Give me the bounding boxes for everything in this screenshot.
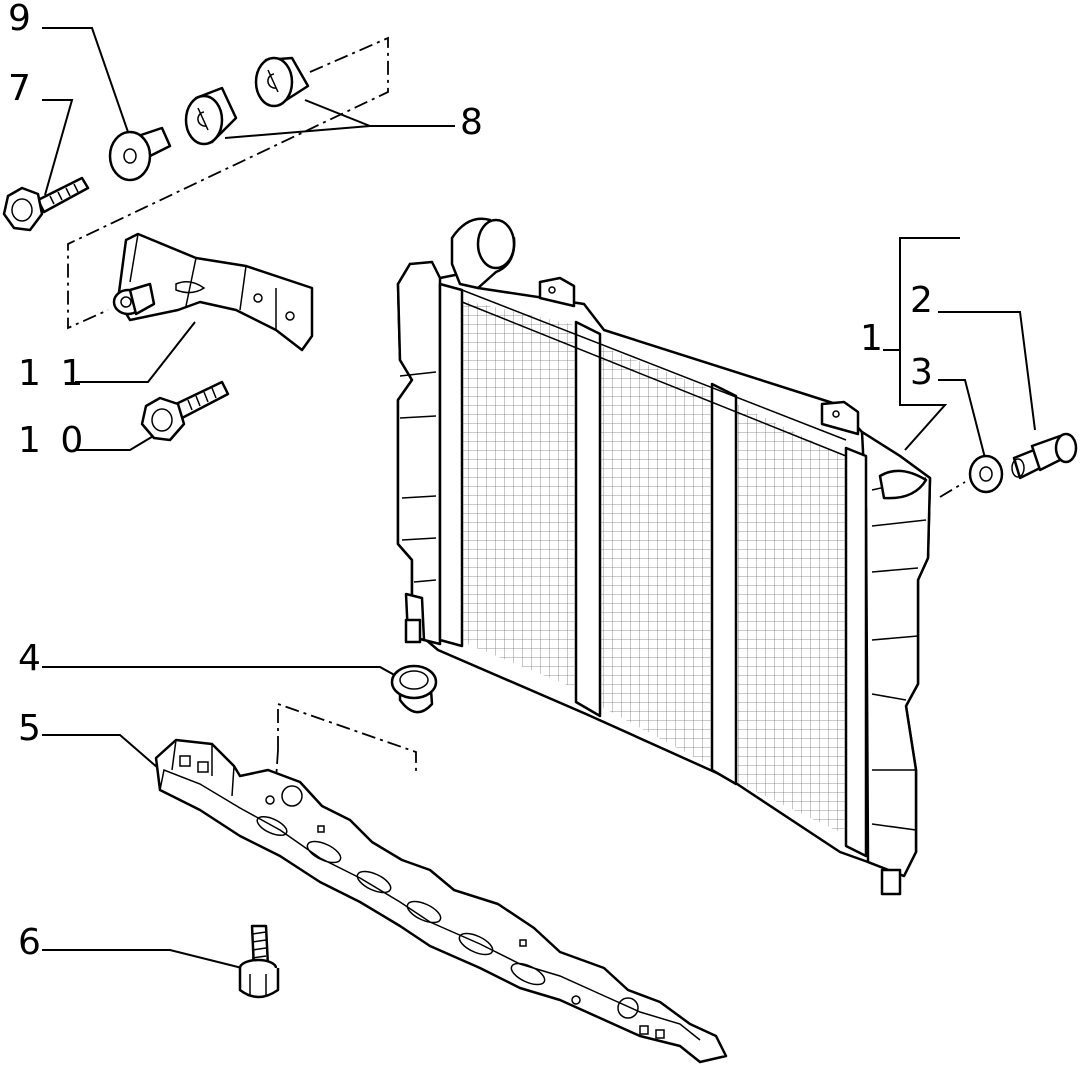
- callout-5: 5: [18, 708, 45, 749]
- bolt-7: [2, 176, 90, 232]
- crossmember-slots: [256, 815, 546, 986]
- grommet-4: [390, 664, 438, 714]
- bushing-8b: [254, 56, 310, 108]
- callout-3: 3: [910, 352, 937, 393]
- callout-2: 2: [910, 280, 937, 321]
- bolt-10: [140, 380, 230, 442]
- radiator-1: [396, 217, 932, 896]
- washer-3: [968, 454, 1004, 494]
- bracket-11: [112, 232, 314, 352]
- callout-9: 9: [8, 0, 35, 39]
- assembly-lines: [67, 36, 966, 781]
- callout-11: 1 1: [18, 353, 87, 394]
- callout-7: 7: [8, 68, 35, 109]
- bushing-8a: [184, 86, 238, 146]
- callout-10: 1 0: [18, 420, 87, 461]
- leader-lines: [42, 27, 1036, 969]
- bolt-6: [238, 924, 280, 999]
- crossmember-5: [154, 738, 728, 1064]
- pin-9: [108, 126, 172, 182]
- callout-1: 1: [860, 318, 887, 359]
- drain-plug-2: [1011, 432, 1078, 480]
- callout-8: 8: [460, 102, 487, 143]
- callout-6: 6: [18, 922, 45, 963]
- callout-4: 4: [18, 638, 45, 679]
